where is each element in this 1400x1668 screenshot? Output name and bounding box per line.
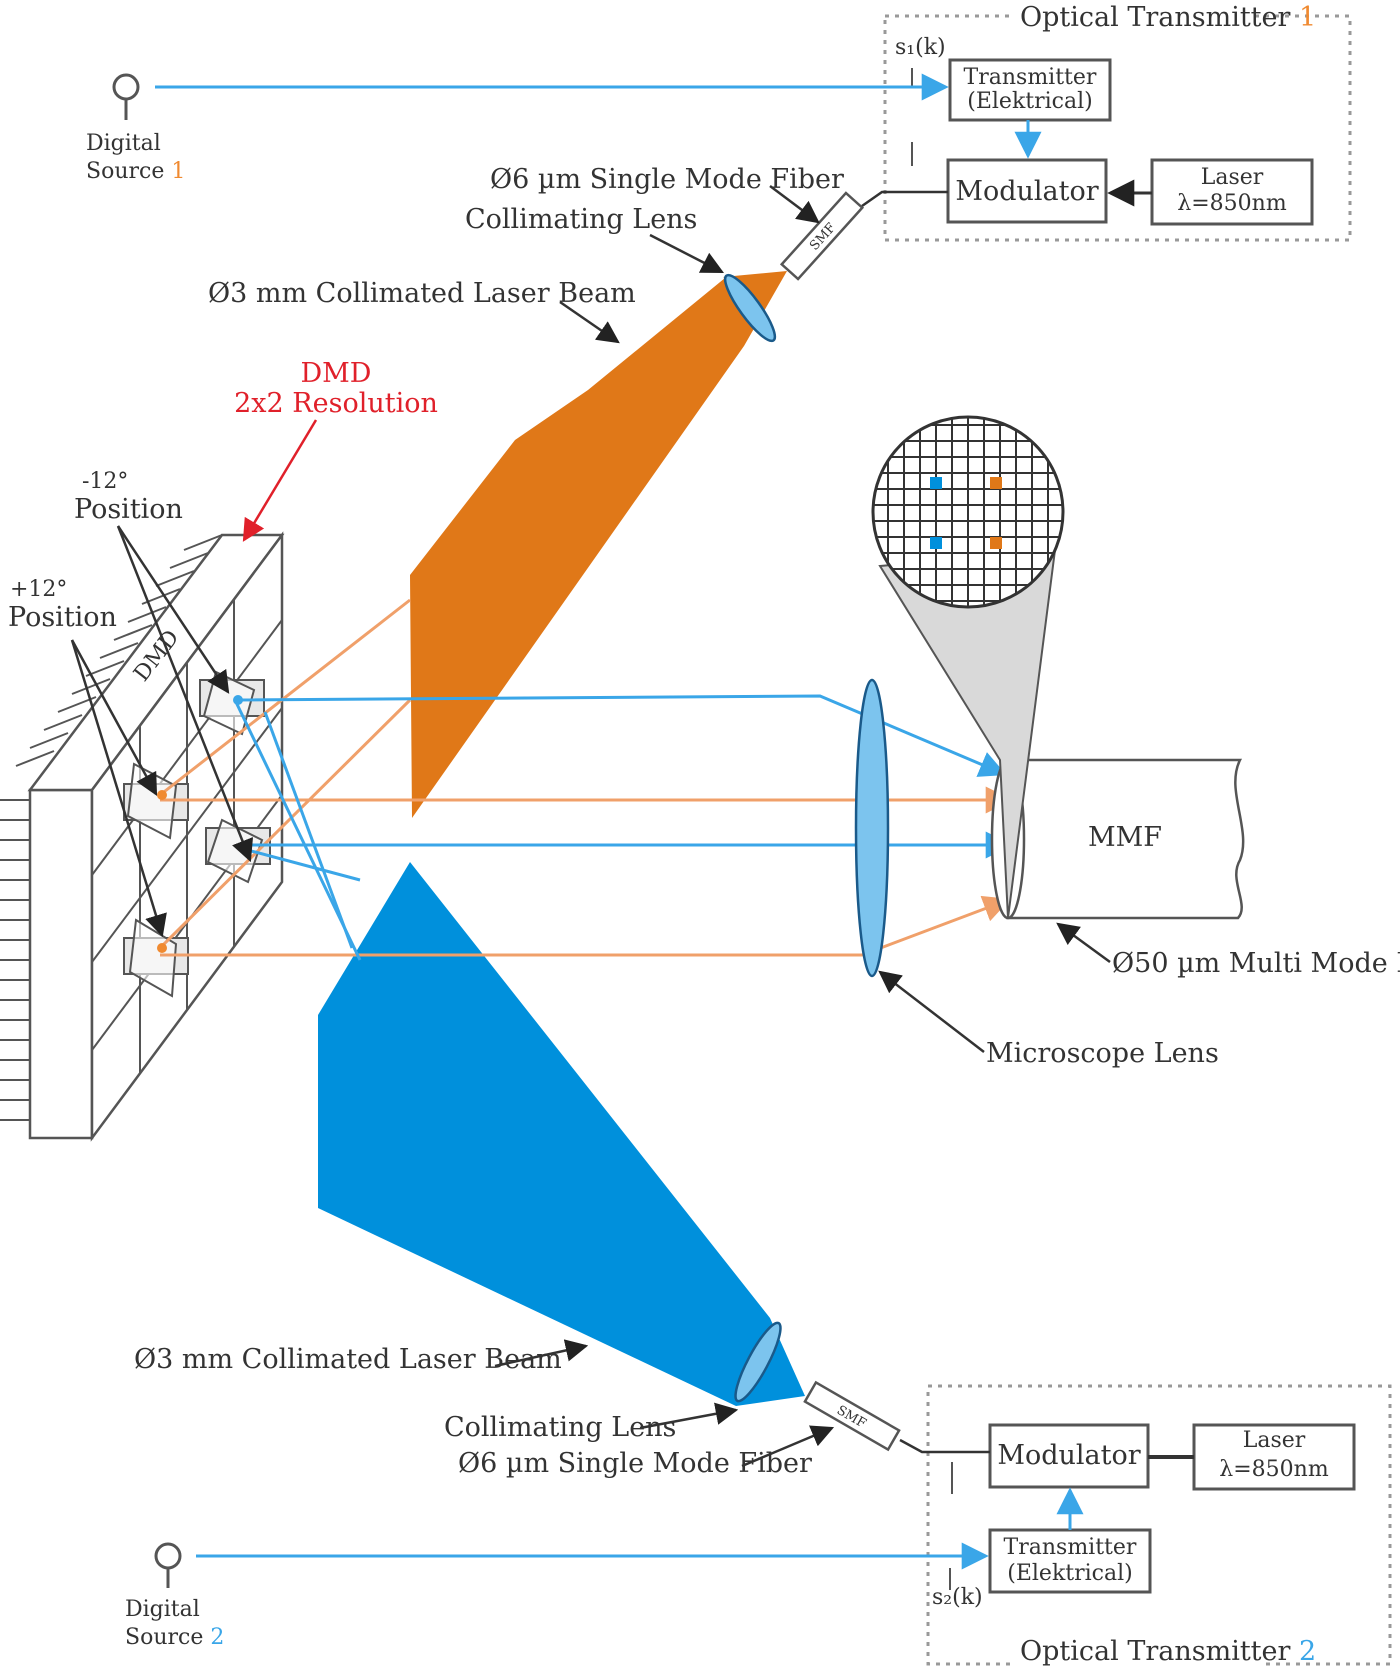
pixel-orange-2 (990, 537, 1002, 549)
dmd-front-face (28, 788, 94, 1140)
source-1-node (112, 73, 140, 101)
mirror-spot-orange-2 (157, 943, 167, 953)
electrical-transmitter-2-sublabel: (Elektrical) (1007, 1561, 1132, 1586)
microscope-lens-label: Microscope Lens (986, 1038, 1219, 1069)
dmd-label: DMD (301, 358, 372, 389)
dmd-resolution-label: 2x2 Resolution (234, 388, 438, 419)
transmitter-2-title: Optical Transmitter 2 (1020, 1636, 1316, 1667)
micromirror-right-bottom (205, 818, 271, 884)
optical-transmitter-2: Optical Transmitter 2 Modulator Laser λ=… (926, 1384, 1392, 1668)
laser-1-label: Laser (1201, 165, 1264, 190)
electrical-transmitter-1-sublabel: (Elektrical) (967, 89, 1092, 114)
dmd-chip: DMD (0, 531, 285, 1142)
signal-s2-label: s₂(k) (932, 1585, 983, 1610)
laser-1-wavelength: λ=850nm (1177, 191, 1287, 216)
fiber-ferrule-top (779, 191, 865, 281)
source-2-node (154, 1542, 182, 1570)
electrical-transmitter-2-box (988, 1528, 1152, 1594)
zoom-circle (871, 415, 1065, 609)
pixel-blue-1 (930, 477, 942, 489)
pixel-orange-1 (990, 477, 1002, 489)
laser-1-box (1150, 158, 1314, 226)
collimating-lens-bottom (734, 1321, 782, 1403)
electrical-transmitter-1-box (948, 58, 1112, 122)
smf-bottom-label: Ø6 µm Single Mode Fiber (458, 1448, 812, 1479)
collimating-lens-top-label: Collimating Lens (465, 204, 697, 235)
source-2-sublabel: Source 2 (125, 1625, 224, 1650)
laser-2-box (1192, 1423, 1356, 1491)
beam-top-label: Ø3 mm Collimated Laser Beam (208, 278, 636, 309)
neg12-position-sublabel: Position (74, 494, 183, 525)
orange-collimated-beam (410, 271, 787, 818)
beam-bottom-label: Ø3 mm Collimated Laser Beam (134, 1344, 562, 1375)
mmf-label: MMF (1088, 822, 1162, 853)
collimating-lens-top (723, 273, 777, 343)
fiber-core-zoom (871, 415, 1065, 919)
blue-collimated-beam (318, 862, 805, 1406)
signal-s1-label: s₁(k) (895, 35, 946, 60)
fiber-assembly-top: SMF (779, 190, 948, 281)
blue-rays (233, 694, 1013, 961)
electrical-transmitter-2-label: Transmitter (1004, 1535, 1137, 1560)
neg12-position-label: -12° (82, 469, 128, 494)
modulator-2-label: Modulator (997, 1440, 1140, 1471)
modulator-2-box (988, 1423, 1150, 1489)
multimode-fiber: MMF (990, 758, 1245, 920)
pos12-position-label: +12° (10, 577, 67, 602)
smf-top-label: Ø6 µm Single Mode Fiber (490, 164, 844, 195)
electrical-transmitter-1-label: Transmitter (964, 65, 1097, 90)
pixel-blue-2 (930, 537, 942, 549)
laser-2-label: Laser (1243, 1428, 1306, 1453)
digital-source-2: Digital Source 2 (125, 1542, 989, 1650)
collimating-lens-bottom-label: Collimating Lens (444, 1412, 676, 1443)
modulator-1-label: Modulator (955, 176, 1098, 207)
mirror-spot-blue-1 (233, 695, 243, 705)
source-1-sublabel: Source 1 (86, 159, 185, 184)
pos12-position-sublabel: Position (8, 602, 117, 633)
mirror-spot-orange-1 (157, 790, 167, 800)
source-2-label: Digital (125, 1597, 200, 1622)
source-1-label: Digital (86, 131, 161, 156)
optical-transmitter-1: Optical Transmitter 1 s₁(k) Transmitter … (883, 2, 1352, 242)
digital-source-1: Digital Source 1 (86, 73, 949, 184)
fiber-assembly-bottom: SMF (803, 1380, 990, 1454)
mmf-fiber-label: Ø50 µm Multi Mode Fiber (1112, 948, 1400, 979)
transmitter-1-title: Optical Transmitter 1 (1020, 2, 1316, 33)
laser-2-wavelength: λ=850nm (1219, 1457, 1329, 1482)
microscope-lens (854, 678, 890, 978)
fiber-ferrule-bottom (803, 1380, 901, 1452)
